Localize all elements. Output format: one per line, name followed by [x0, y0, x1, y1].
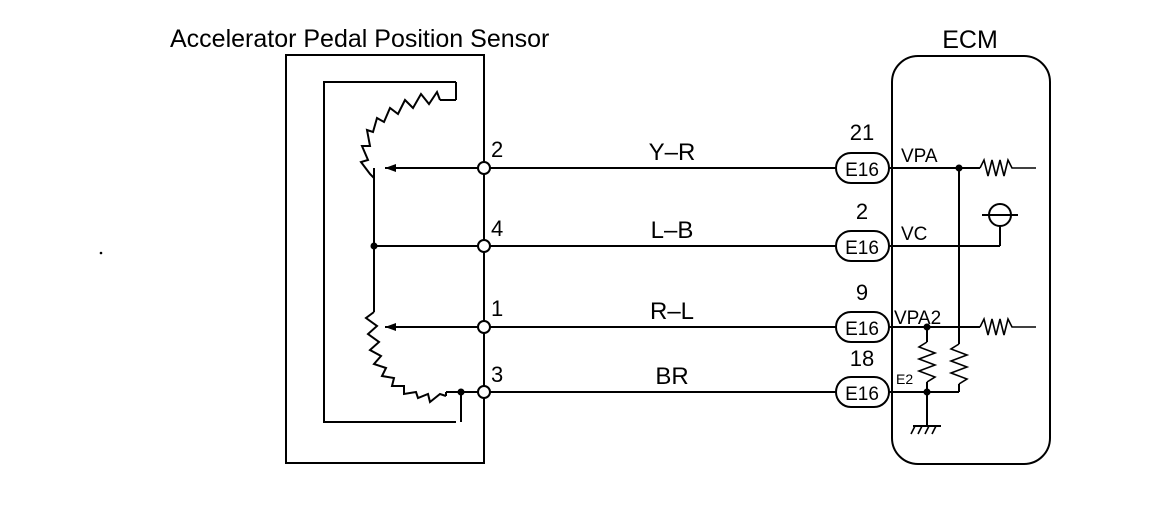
wiper-arrow-vpa2 — [385, 323, 396, 331]
sensor-pin-label: 2 — [491, 137, 503, 162]
sensor-inner-frame — [323, 81, 456, 423]
terminal-pin-2 — [477, 161, 491, 175]
sensor-pin-label: 1 — [491, 296, 503, 321]
ecm-signal-label: E2 — [896, 371, 913, 387]
wire-color-label: Y–R — [649, 139, 696, 166]
stray-dot — [99, 251, 103, 255]
svg-text:E16: E16 — [845, 319, 879, 340]
svg-text:E16: E16 — [845, 238, 879, 259]
terminal-pin-3 — [477, 385, 491, 399]
sensor-housing — [285, 54, 485, 464]
ecm-housing — [891, 55, 1051, 465]
connector-e16: E16 — [835, 152, 890, 184]
wiper-arrow-vpa — [385, 164, 396, 172]
sensor-pin-label: 4 — [491, 216, 503, 241]
connector-e16: E16 — [835, 230, 890, 262]
ecm-pin-label: 18 — [850, 346, 874, 371]
ecm-signal-label: VPA2 — [894, 308, 941, 329]
terminal-pin-1 — [477, 320, 491, 334]
junction-dot — [370, 242, 378, 250]
sensor-title: Accelerator Pedal Position Sensor — [170, 25, 549, 53]
ecm-pin-label: 9 — [856, 280, 868, 305]
sensor-resistor-vpa — [359, 82, 457, 246]
connector-e16: E16 — [835, 311, 890, 343]
ecm-internal-circuit — [889, 157, 1036, 435]
ecm-signal-label: VPA — [901, 146, 938, 167]
ecm-signal-label: VC — [901, 224, 927, 245]
wire-color-label: L–B — [651, 217, 694, 244]
wire-color-label: BR — [655, 363, 688, 390]
ecm-title: ECM — [942, 26, 998, 54]
junction-dot — [457, 388, 465, 396]
connector-e16: E16 — [835, 376, 890, 408]
svg-text:E16: E16 — [845, 384, 879, 405]
ecm-pin-label: 2 — [856, 199, 868, 224]
terminal-pin-4 — [477, 239, 491, 253]
ecm-pin-label: 21 — [850, 120, 874, 145]
wire-color-label: R–L — [650, 298, 694, 325]
svg-text:E16: E16 — [845, 160, 879, 181]
sensor-pin-label: 3 — [491, 362, 503, 387]
sensor-resistor-vpa2 — [364, 246, 462, 422]
